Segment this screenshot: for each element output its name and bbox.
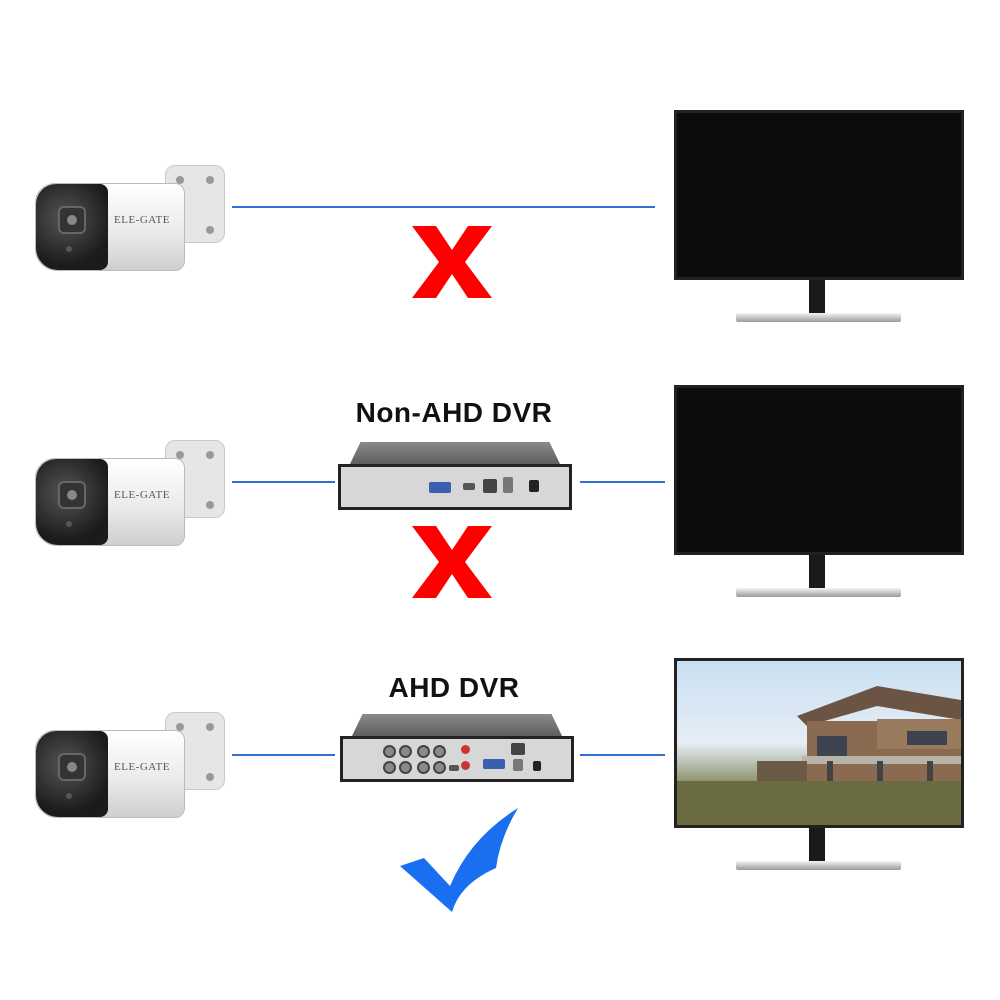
monitor-row2 <box>674 385 964 600</box>
camera-row1: ELE-GATE <box>30 165 230 280</box>
non-ahd-dvr <box>338 442 572 512</box>
ahd-dvr-label: AHD DVR <box>388 672 520 703</box>
monitor-row3 <box>674 658 964 873</box>
cable-row3-b <box>580 754 665 756</box>
ahd-dvr <box>340 714 574 784</box>
cable-row2-b <box>580 481 665 483</box>
monitor-row1 <box>674 110 964 325</box>
camera-row3: ELE-GATE <box>30 712 230 827</box>
camera-brand: ELE-GATE <box>114 489 170 501</box>
lens-icon <box>58 206 86 234</box>
cable-row3-a <box>232 754 335 756</box>
camera-row2: ELE-GATE <box>30 440 230 555</box>
non-ahd-dvr-label: Non-AHD DVR <box>355 397 553 428</box>
x-mark-icon <box>412 226 492 298</box>
camera-brand: ELE-GATE <box>114 214 170 226</box>
house-scene-image <box>677 686 961 825</box>
camera-brand: ELE-GATE <box>114 761 170 773</box>
x-mark-icon <box>412 526 492 598</box>
cable-row1 <box>232 206 655 208</box>
cable-row2-a <box>232 481 335 483</box>
check-mark-icon <box>400 808 518 912</box>
